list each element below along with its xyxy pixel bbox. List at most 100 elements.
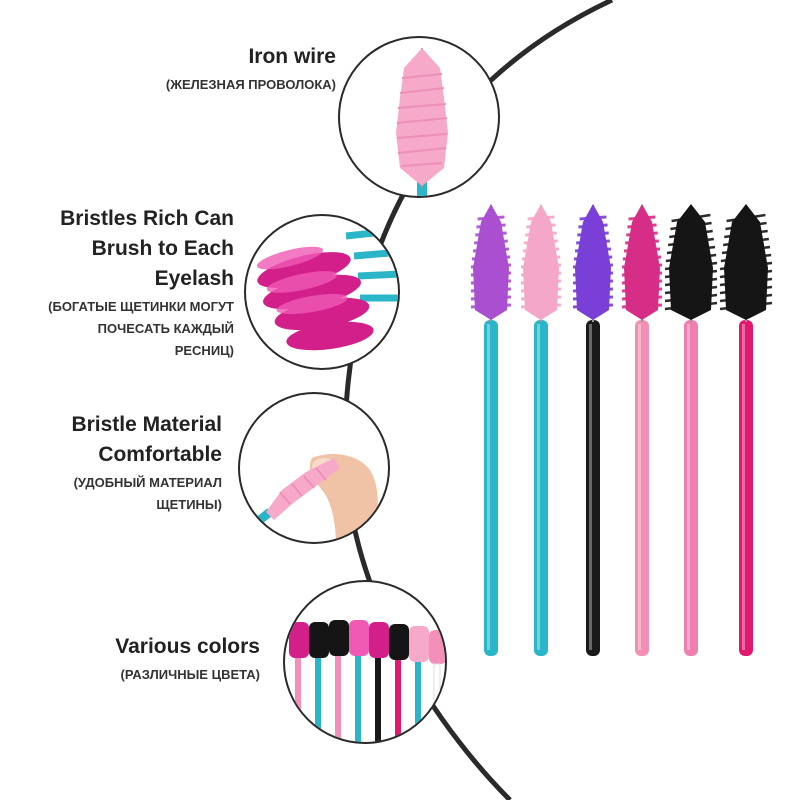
wand-bristle bbox=[475, 231, 507, 237]
wand-bristle bbox=[719, 269, 773, 279]
feature-subtitle: (ЖЕЛЕЗНАЯ ПРОВОЛОКА) bbox=[165, 77, 336, 92]
wand-bristle bbox=[724, 229, 768, 239]
wand-bristle bbox=[667, 237, 715, 247]
wand-handle bbox=[684, 320, 698, 656]
wand-bristle bbox=[725, 221, 767, 231]
wand-bristle bbox=[520, 287, 562, 293]
wand-bristle bbox=[621, 271, 663, 277]
wand-bristle bbox=[525, 231, 557, 237]
pink-brush-closeup-image bbox=[396, 48, 448, 196]
feature-subtitle: (БОГАТЫЕ ЩЕТИНКИ МОГУТ bbox=[48, 299, 234, 314]
mascara-wand bbox=[470, 204, 512, 656]
wand-bristle bbox=[526, 223, 556, 229]
wand-bristle bbox=[476, 223, 506, 229]
feature-subtitle: (РАЗЛИЧНЫЕ ЦВЕТА) bbox=[120, 667, 260, 682]
mascara-wand bbox=[664, 204, 718, 656]
wand-brush-head bbox=[473, 204, 509, 320]
feature-iron-wire: Iron wire (ЖЕЛЕЗНАЯ ПРОВОЛОКА) bbox=[166, 42, 336, 94]
wand-bristle bbox=[522, 247, 560, 253]
wand-bristle bbox=[572, 303, 614, 309]
iron-wire-circle bbox=[338, 36, 500, 198]
wand-bristle bbox=[521, 255, 561, 261]
wand-bristle bbox=[719, 285, 773, 295]
wand-handle bbox=[739, 320, 753, 656]
feature-subtitle: ЩЕТИНЫ) bbox=[156, 497, 222, 512]
feature-material: Bristle Material Comfortable (УДОБНЫЙ МА… bbox=[71, 410, 222, 514]
wand-bristle bbox=[664, 293, 718, 303]
wand-bristle bbox=[664, 301, 718, 311]
wand-bristle bbox=[572, 279, 614, 285]
wand-bristle bbox=[621, 287, 663, 293]
mascara-wand bbox=[572, 204, 614, 656]
wand-bristle bbox=[470, 271, 512, 277]
wand-bristle bbox=[726, 213, 766, 223]
feature-title: Eyelash bbox=[154, 267, 234, 290]
feature-title: Comfortable bbox=[98, 443, 222, 466]
wand-bristle bbox=[665, 253, 717, 263]
feature-title: Various colors bbox=[115, 635, 260, 658]
magenta-brushes-closeup-image bbox=[256, 226, 398, 351]
feature-bristles: Bristles Rich Can Brush to Each Eyelash … bbox=[48, 204, 234, 360]
wand-bristle bbox=[664, 261, 718, 271]
feature-title: Bristles Rich Can bbox=[60, 207, 234, 230]
wand-handle-highlight bbox=[487, 324, 490, 650]
wand-bristle bbox=[477, 215, 505, 221]
wand-bristle bbox=[573, 255, 613, 261]
feature-subtitle: РЕСНИЦ) bbox=[174, 343, 234, 358]
feature-title: Bristle Material bbox=[71, 413, 222, 436]
wand-bristle bbox=[719, 293, 773, 303]
wand-bristle bbox=[622, 255, 662, 261]
wand-bristle bbox=[520, 303, 562, 309]
finger-brush-closeup-image bbox=[249, 454, 378, 542]
wand-bristle bbox=[621, 303, 663, 309]
wand-handle-highlight bbox=[589, 324, 592, 650]
feature-title: Iron wire bbox=[248, 45, 336, 68]
wand-bristle bbox=[527, 215, 555, 221]
wand-handle bbox=[635, 320, 649, 656]
wand-brush-head bbox=[523, 204, 559, 320]
wand-bristle bbox=[471, 255, 511, 261]
wand-bristle bbox=[669, 229, 713, 239]
feature-subtitle: ПОЧЕСАТЬ КАЖДЫЙ bbox=[97, 321, 234, 336]
wand-bristle bbox=[628, 215, 656, 221]
wand-bristle bbox=[572, 287, 614, 293]
wand-handle-highlight bbox=[537, 324, 540, 650]
wand-bristle bbox=[621, 279, 663, 285]
wand-bristle bbox=[470, 263, 512, 269]
wand-bristle bbox=[470, 279, 512, 285]
material-circle bbox=[238, 392, 390, 544]
wand-bristle bbox=[472, 247, 510, 253]
mascara-wand bbox=[719, 204, 773, 656]
wand-handle-highlight bbox=[638, 324, 641, 650]
wand-bristle bbox=[574, 247, 612, 253]
wand-bristle bbox=[664, 277, 718, 287]
wand-handle bbox=[586, 320, 600, 656]
wand-bristle bbox=[721, 245, 771, 255]
colors-circle bbox=[283, 580, 447, 744]
feature-title: Brush to Each bbox=[91, 237, 234, 260]
wand-bristle bbox=[720, 253, 772, 263]
wand-bristle bbox=[625, 239, 659, 245]
wand-brush-head bbox=[575, 204, 611, 320]
wand-bristle bbox=[576, 239, 610, 245]
wand-bristle bbox=[719, 261, 773, 271]
wand-bristle bbox=[572, 263, 614, 269]
wand-bristle bbox=[722, 237, 770, 247]
mascara-wand bbox=[621, 204, 663, 656]
wand-bristle bbox=[578, 223, 608, 229]
wand-bristle bbox=[621, 295, 663, 301]
wand-brush-head bbox=[624, 204, 660, 320]
wand-bristle bbox=[520, 271, 562, 277]
wand-bristle bbox=[664, 269, 718, 279]
wand-bristle bbox=[470, 295, 512, 301]
wand-handle bbox=[534, 320, 548, 656]
wand-bristle bbox=[520, 279, 562, 285]
assorted-brushes-image bbox=[289, 620, 445, 742]
mascara-wand bbox=[520, 204, 562, 656]
bristles-circle bbox=[244, 214, 400, 370]
wand-bristle bbox=[572, 271, 614, 277]
feature-subtitle: (УДОБНЫЙ МАТЕРИАЛ bbox=[73, 475, 222, 490]
wand-bristle bbox=[520, 295, 562, 301]
